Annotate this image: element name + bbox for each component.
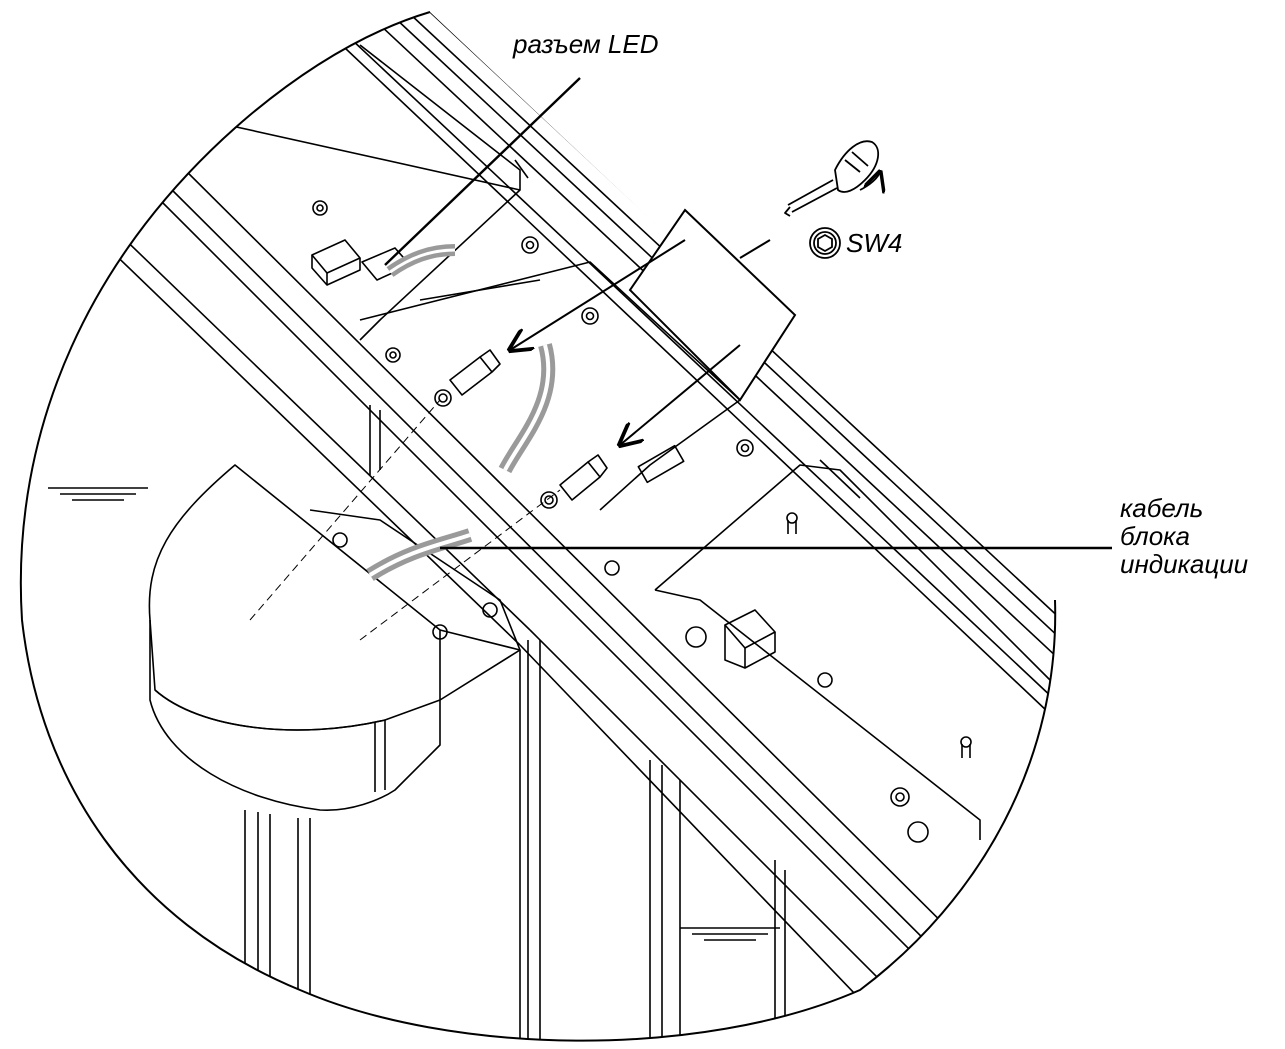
main-beam bbox=[99, 149, 1001, 1021]
board-connector-lower bbox=[685, 512, 972, 843]
screwdriver-icon bbox=[784, 140, 880, 217]
label-display-cable: кабель блока индикации bbox=[1120, 493, 1249, 579]
support-posts bbox=[244, 405, 786, 1040]
break-mark-left bbox=[48, 487, 148, 501]
break-mark-bottom bbox=[680, 927, 780, 941]
hex-socket-icon bbox=[809, 227, 841, 259]
screw-callout bbox=[510, 208, 797, 445]
circuit-board-lower bbox=[637, 444, 1051, 840]
display-cable bbox=[366, 343, 556, 581]
mounting-holes bbox=[312, 200, 833, 688]
screw-lower bbox=[540, 454, 608, 509]
led-connector bbox=[311, 239, 411, 286]
label-led-connector: разъем LED bbox=[513, 29, 659, 59]
label-tool-size: SW4 bbox=[846, 228, 903, 258]
led-cable bbox=[386, 244, 456, 277]
screw-upper bbox=[434, 349, 501, 407]
display-block-housing bbox=[148, 464, 521, 811]
detail-circle-outline bbox=[19, 11, 1057, 1042]
hidden-axis-line bbox=[249, 399, 441, 621]
leader-led-connector bbox=[384, 77, 581, 266]
hidden-axis-line-2 bbox=[359, 489, 561, 641]
